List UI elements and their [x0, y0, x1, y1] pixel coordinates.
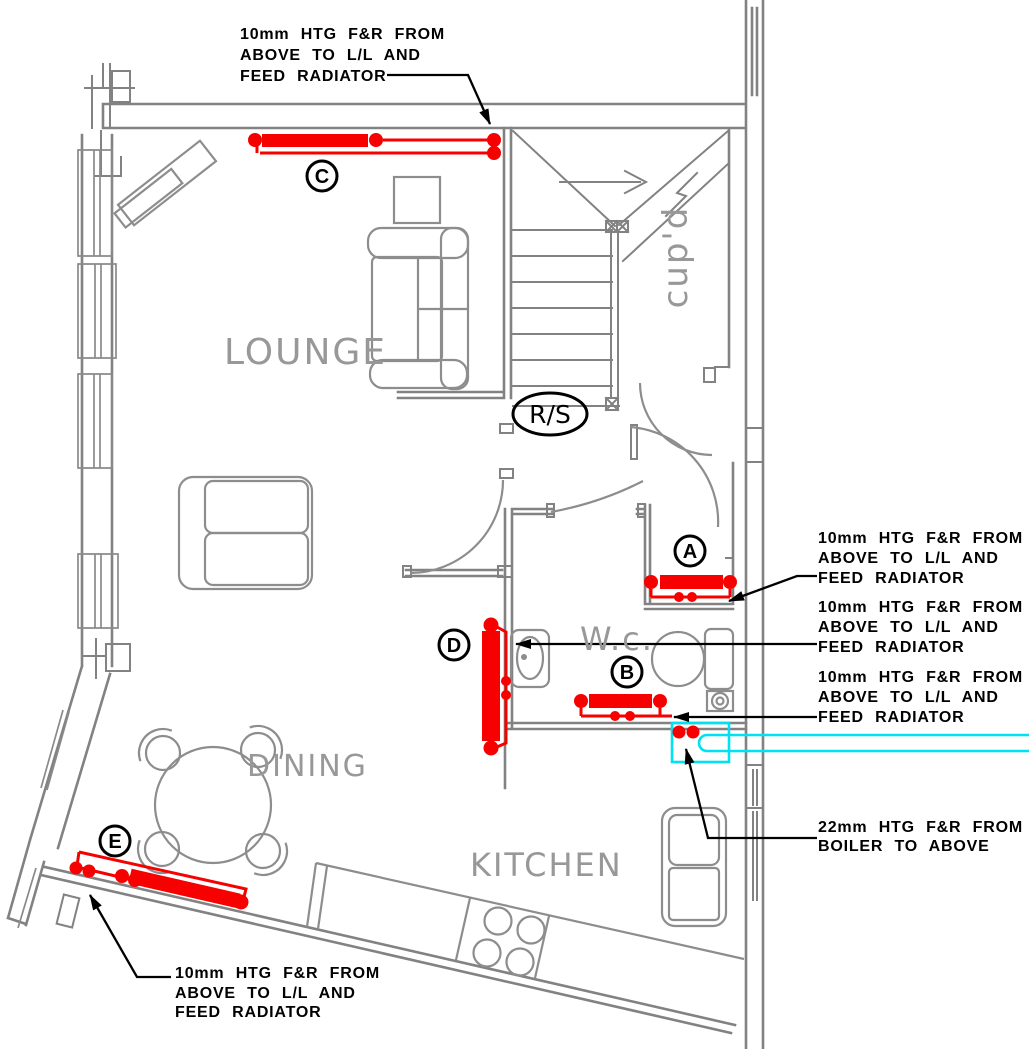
boiler-pipes-22mm — [670, 721, 1029, 764]
chimney-detail — [84, 63, 135, 177]
radiator-tag-b-letter: B — [620, 662, 634, 684]
dining-furniture — [136, 724, 289, 877]
svg-text:FEED RADIATOR: FEED RADIATOR — [818, 709, 964, 726]
radiator-tag-labels: C A B D E R/S — [98, 159, 707, 858]
leader-radiator-c — [387, 73, 492, 125]
svg-text:FEED RADIATOR: FEED RADIATOR — [175, 1004, 321, 1021]
annotation-boiler: 22mm HTG F&R FROM BOILER TO ABOVE — [818, 819, 1023, 855]
leader-boiler-pipes — [684, 748, 817, 840]
corner-pier — [55, 893, 81, 929]
front-door-arc — [629, 425, 720, 528]
annotation-radiator-e: 10mm HTG F&R FROM ABOVE TO L/L AND FEED … — [175, 965, 380, 1021]
stair-winders — [511, 129, 731, 263]
radiator-tag-c: C — [305, 159, 339, 193]
kitchen-fixtures — [305, 806, 745, 979]
svg-text:ABOVE TO L/L AND: ABOVE TO L/L AND — [818, 689, 999, 706]
sofa — [177, 475, 314, 591]
corner-tv-unit — [112, 139, 218, 230]
hob — [472, 906, 546, 977]
svg-text:10mm HTG F&R FROM: 10mm HTG F&R FROM — [818, 599, 1023, 616]
armchair — [366, 226, 470, 391]
lounge-furniture — [112, 139, 470, 591]
radiator-e — [69, 850, 249, 910]
interior-walls — [396, 126, 764, 901]
dining-chairs — [136, 724, 289, 877]
wall-junction-detail — [83, 638, 131, 679]
leader-radiator-a — [728, 574, 817, 603]
lounge-door-arc — [409, 479, 505, 575]
room-label-cupboard: cup'd — [656, 206, 696, 309]
radiator-tag-e: E — [98, 824, 132, 858]
annotation-radiator-c: 10mm HTG F&R FROM ABOVE TO L/L AND FEED … — [240, 26, 445, 85]
svg-text:BOILER TO ABOVE: BOILER TO ABOVE — [818, 838, 990, 855]
svg-text:ABOVE TO L/L AND: ABOVE TO L/L AND — [240, 47, 421, 64]
sink-unit — [660, 806, 728, 928]
svg-text:ABOVE TO L/L AND: ABOVE TO L/L AND — [818, 550, 999, 567]
svg-text:ABOVE TO L/L AND: ABOVE TO L/L AND — [175, 985, 356, 1002]
room-labels: LOUNGE DINING KITCHEN W.c. cup'd — [224, 206, 696, 884]
dining-table — [153, 745, 273, 865]
room-label-lounge: LOUNGE — [224, 332, 387, 373]
radiator-tag-b: B — [610, 655, 644, 689]
side-table — [392, 175, 442, 225]
svg-text:FEED RADIATOR: FEED RADIATOR — [818, 639, 964, 656]
window-frames — [17, 149, 119, 929]
stair-break-symbol — [664, 171, 699, 218]
annotations: 10mm HTG F&R FROM ABOVE TO L/L AND FEED … — [175, 26, 1023, 1021]
cupboard-door-arc — [638, 382, 713, 457]
exterior-walls — [6, 0, 765, 1049]
radiator-a — [644, 575, 737, 602]
svg-text:10mm HTG F&R FROM: 10mm HTG F&R FROM — [175, 965, 380, 982]
roof-space-tag: R/S — [511, 391, 589, 437]
wash-basin — [509, 628, 551, 689]
radiator-d — [482, 617, 511, 756]
radiator-tag-a: A — [673, 534, 707, 568]
svg-text:FEED RADIATOR: FEED RADIATOR — [240, 68, 386, 85]
svg-text:10mm HTG F&R FROM: 10mm HTG F&R FROM — [818, 530, 1023, 547]
svg-text:ABOVE TO L/L AND: ABOVE TO L/L AND — [818, 619, 999, 636]
radiator-tag-a-letter: A — [683, 541, 697, 563]
staircase — [511, 129, 731, 412]
kitchen-counter — [305, 861, 745, 979]
room-label-wc: W.c. — [580, 620, 654, 658]
radiator-tag-e-letter: E — [108, 831, 121, 853]
floor-gully — [705, 689, 735, 713]
door-frames — [402, 366, 764, 901]
wc-door-arc — [550, 480, 644, 514]
radiator-c — [248, 133, 501, 160]
radiator-tag-d-letter: D — [447, 635, 461, 657]
svg-text:FEED RADIATOR: FEED RADIATOR — [818, 570, 964, 587]
leader-radiator-e — [89, 894, 171, 979]
annotation-radiator-d: 10mm HTG F&R FROM ABOVE TO L/L AND FEED … — [818, 599, 1023, 656]
wc-fixtures — [509, 627, 735, 713]
radiator-b — [574, 694, 672, 721]
stair-up-arrow — [559, 169, 649, 195]
room-label-kitchen: KITCHEN — [470, 846, 623, 884]
door-swings — [409, 382, 720, 575]
annotation-radiator-b: 10mm HTG F&R FROM ABOVE TO L/L AND FEED … — [818, 669, 1023, 726]
svg-text:10mm HTG F&R FROM: 10mm HTG F&R FROM — [240, 26, 445, 43]
newel-posts — [604, 219, 630, 412]
svg-text:22mm HTG F&R FROM: 22mm HTG F&R FROM — [818, 819, 1023, 836]
radiator-tag-d: D — [437, 628, 471, 662]
room-label-dining: DINING — [247, 749, 368, 784]
roof-space-tag-text: R/S — [529, 400, 571, 429]
svg-text:10mm HTG F&R FROM: 10mm HTG F&R FROM — [818, 669, 1023, 686]
leader-lines — [89, 73, 817, 979]
annotation-radiator-a: 10mm HTG F&R FROM ABOVE TO L/L AND FEED … — [818, 530, 1023, 587]
radiator-tag-c-letter: C — [315, 166, 329, 188]
stair-treads — [512, 229, 620, 407]
toilet — [650, 627, 735, 691]
